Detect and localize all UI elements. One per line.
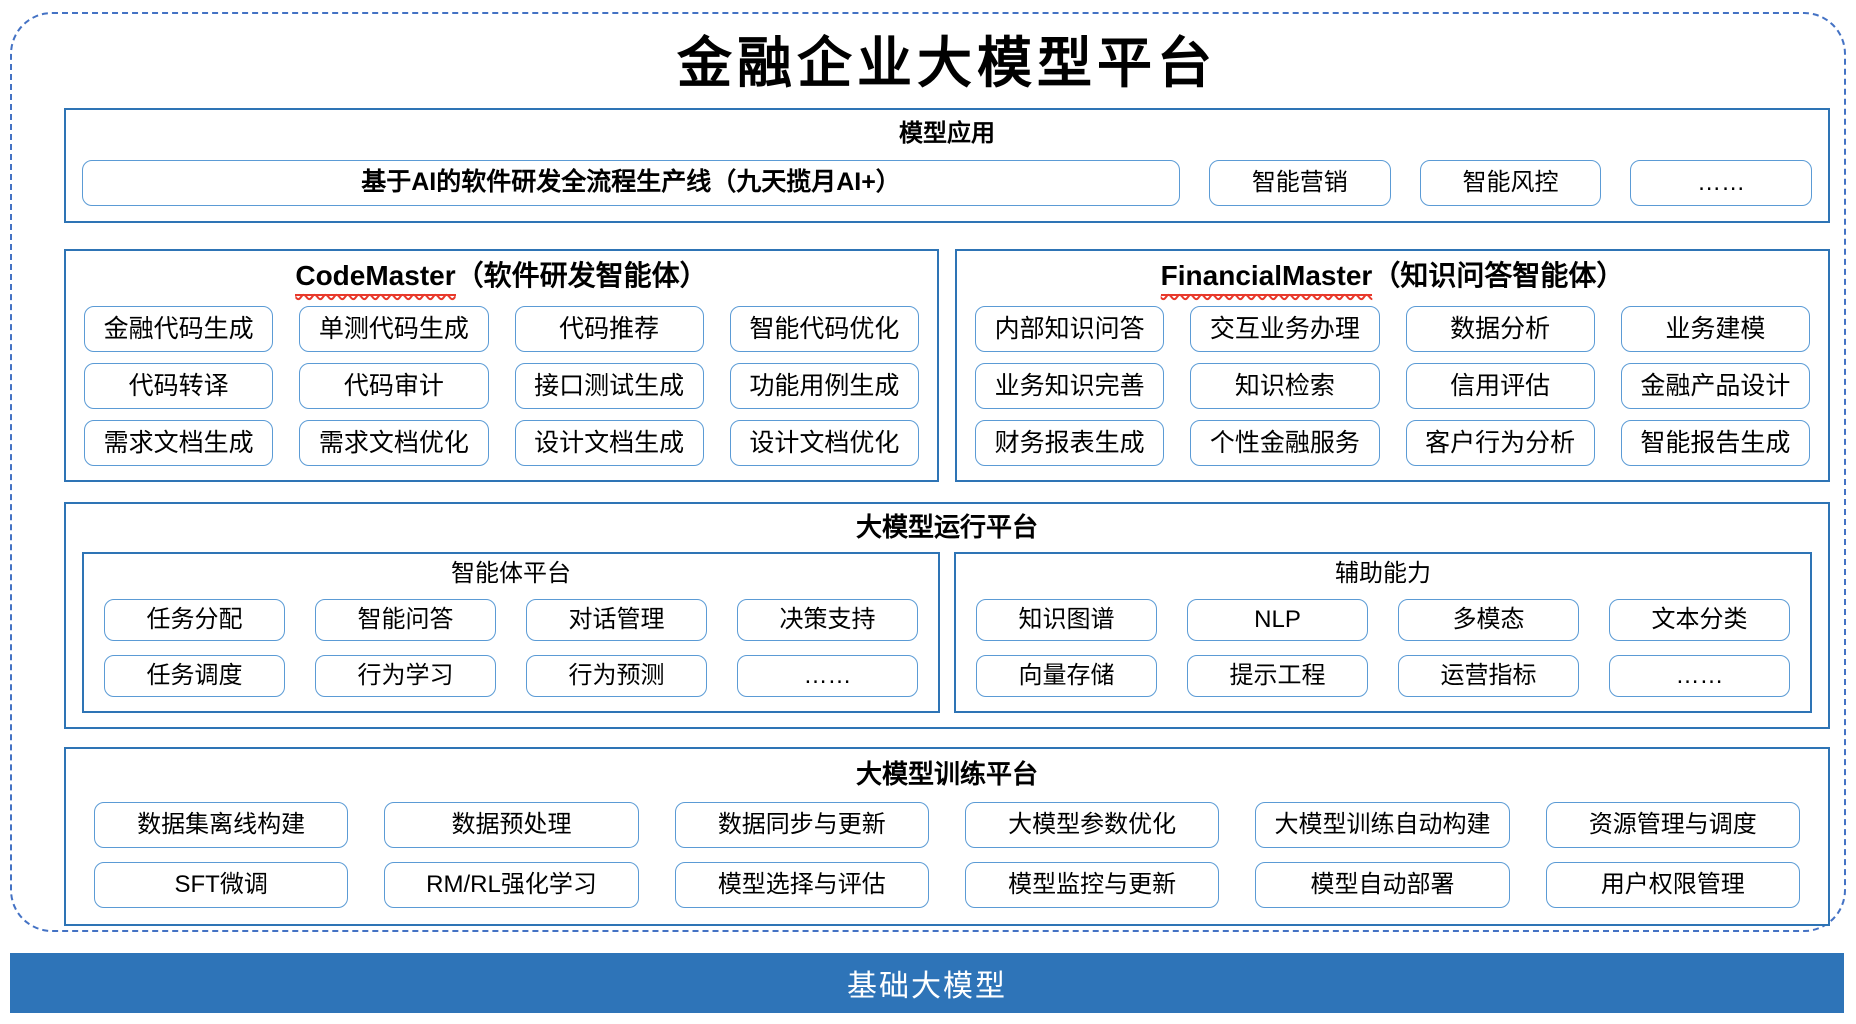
aux-ability-item: 向量存储 (976, 654, 1157, 697)
platform-dashed-frame: 金融企业大模型平台 模型应用 基于AI的软件研发全流程生产线（九天揽月AI+） … (10, 12, 1846, 932)
codemaster-item: 设计文档优化 (729, 420, 919, 467)
financialmaster-item: 智能报告生成 (1620, 420, 1810, 467)
training-item: 数据同步与更新 (674, 802, 929, 849)
financialmaster-item: 业务知识完善 (975, 363, 1165, 410)
agent-platform-item: 对话管理 (526, 598, 707, 641)
agent-platform-item: 行为学习 (315, 654, 496, 697)
training-item: RM/RL强化学习 (384, 862, 639, 909)
aux-ability-item: 文本分类 (1609, 598, 1790, 641)
model-application-row: 基于AI的软件研发全流程生产线（九天揽月AI+） 智能营销 智能风控 …… (82, 159, 1812, 206)
agent-platform-item: 任务分配 (104, 598, 285, 641)
financialmaster-item: 业务建模 (1620, 306, 1810, 353)
section-title-codemaster: CodeMaster（软件研发智能体） (84, 257, 919, 296)
financialmaster-item: 财务报表生成 (975, 420, 1165, 467)
subsection-title-aux-ability: 辅助能力 (1335, 559, 1431, 587)
codemaster-item: 接口测试生成 (514, 363, 704, 410)
agent-platform-item: 决策支持 (737, 598, 918, 641)
financialmaster-item: 信用评估 (1405, 363, 1595, 410)
training-item: 模型自动部署 (1255, 862, 1510, 909)
subsection-title-agent-platform: 智能体平台 (451, 559, 571, 587)
app-item-ai-pipeline: 基于AI的软件研发全流程生产线（九天揽月AI+） (82, 159, 1180, 206)
training-item: 模型选择与评估 (674, 862, 929, 909)
aux-ability-grid: 知识图谱 NLP 多模态 文本分类 向量存储 提示工程 运营指标 …… (976, 598, 1790, 697)
aux-ability-item: 运营指标 (1398, 654, 1579, 697)
section-title-model-application: 模型应用 (899, 120, 995, 148)
financialmaster-item: 知识检索 (1190, 363, 1380, 410)
subsection-aux-ability: 辅助能力 知识图谱 NLP 多模态 文本分类 向量存储 提示工程 运营指标 …… (954, 551, 1812, 713)
aux-ability-item: …… (1609, 654, 1790, 697)
financialmaster-item: 客户行为分析 (1405, 420, 1595, 467)
agent-platform-item: 任务调度 (104, 654, 285, 697)
financialmaster-title-en: FinancialMaster (1160, 259, 1373, 296)
training-grid: 数据集离线构建 数据预处理 数据同步与更新 大模型参数优化 大模型训练自动构建 … (94, 802, 1800, 909)
codemaster-grid: 金融代码生成 单测代码生成 代码推荐 智能代码优化 代码转译 代码审计 接口测试… (84, 306, 919, 467)
financialmaster-grid: 内部知识问答 交互业务办理 数据分析 业务建模 业务知识完善 知识检索 信用评估… (975, 306, 1810, 467)
financialmaster-item: 交互业务办理 (1190, 306, 1380, 353)
agent-platform-item: …… (737, 654, 918, 697)
training-item: 资源管理与调度 (1545, 802, 1800, 849)
page-title: 金融企业大模型平台 (676, 30, 1217, 95)
section-training-platform: 大模型训练平台 数据集离线构建 数据预处理 数据同步与更新 大模型参数优化 大模… (64, 746, 1830, 927)
agent-platform-item: 智能问答 (315, 598, 496, 641)
codemaster-item: 需求文档优化 (299, 420, 489, 467)
training-item: 大模型训练自动构建 (1255, 802, 1510, 849)
financialmaster-title-zh: （知识问答智能体） (1372, 259, 1625, 291)
section-title-runtime: 大模型运行平台 (855, 512, 1038, 543)
section-runtime-platform: 大模型运行平台 智能体平台 任务分配 智能问答 对话管理 决策支持 任务调度 行… (64, 502, 1830, 729)
base-model-bar: 基础大模型 (10, 953, 1844, 1013)
section-financialmaster: FinancialMaster（知识问答智能体） 内部知识问答 交互业务办理 数… (955, 248, 1830, 483)
app-item-ellipsis: …… (1630, 159, 1812, 206)
aux-ability-item: 知识图谱 (976, 598, 1157, 641)
base-model-label: 基础大模型 (847, 970, 1007, 1003)
agent-platform-grid: 任务分配 智能问答 对话管理 决策支持 任务调度 行为学习 行为预测 …… (104, 598, 918, 697)
section-codemaster: CodeMaster（软件研发智能体） 金融代码生成 单测代码生成 代码推荐 智… (64, 248, 939, 483)
codemaster-item: 需求文档生成 (84, 420, 274, 467)
training-item: 数据预处理 (384, 802, 639, 849)
financialmaster-item: 数据分析 (1405, 306, 1595, 353)
aux-ability-item: NLP (1187, 598, 1368, 641)
codemaster-title-en: CodeMaster (295, 259, 456, 296)
app-item-risk-control: 智能风控 (1419, 159, 1602, 206)
training-item: 数据集离线构建 (94, 802, 349, 849)
agents-row: CodeMaster（软件研发智能体） 金融代码生成 单测代码生成 代码推荐 智… (64, 248, 1830, 483)
codemaster-item: 代码审计 (299, 363, 489, 410)
codemaster-item: 功能用例生成 (729, 363, 919, 410)
training-item: 模型监控与更新 (964, 862, 1220, 909)
financialmaster-item: 内部知识问答 (975, 306, 1165, 353)
runtime-subsections: 智能体平台 任务分配 智能问答 对话管理 决策支持 任务调度 行为学习 行为预测… (82, 551, 1812, 713)
app-item-marketing: 智能营销 (1208, 159, 1391, 206)
codemaster-item: 智能代码优化 (729, 306, 919, 353)
section-title-training: 大模型训练平台 (855, 758, 1038, 789)
codemaster-item: 单测代码生成 (299, 306, 489, 353)
section-title-financialmaster: FinancialMaster（知识问答智能体） (975, 257, 1810, 296)
codemaster-item: 代码转译 (84, 363, 274, 410)
codemaster-item: 代码推荐 (514, 306, 704, 353)
subsection-agent-platform: 智能体平台 任务分配 智能问答 对话管理 决策支持 任务调度 行为学习 行为预测… (82, 551, 940, 713)
codemaster-item: 金融代码生成 (84, 306, 274, 353)
training-item: 用户权限管理 (1545, 862, 1800, 909)
codemaster-item: 设计文档生成 (514, 420, 704, 467)
training-item: 大模型参数优化 (964, 802, 1220, 849)
agent-platform-item: 行为预测 (526, 654, 707, 697)
financialmaster-item: 金融产品设计 (1620, 363, 1810, 410)
codemaster-title-zh: （软件研发智能体） (455, 259, 708, 291)
aux-ability-item: 多模态 (1398, 598, 1579, 641)
section-model-application: 模型应用 基于AI的软件研发全流程生产线（九天揽月AI+） 智能营销 智能风控 … (64, 108, 1830, 223)
training-item: SFT微调 (94, 862, 349, 909)
financialmaster-item: 个性金融服务 (1190, 420, 1380, 467)
aux-ability-item: 提示工程 (1187, 654, 1368, 697)
